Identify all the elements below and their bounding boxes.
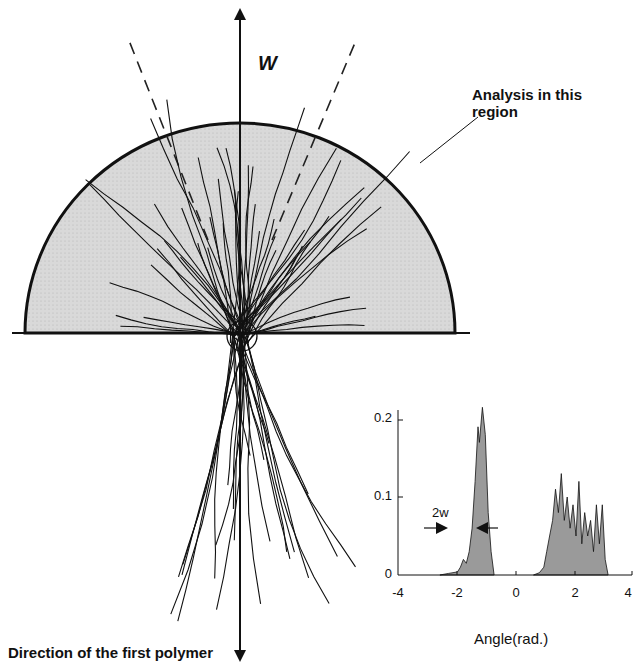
polymer-strand — [198, 158, 230, 332]
polymer-strand — [247, 339, 330, 604]
tick-label: 0 — [385, 567, 392, 582]
polymer-strand — [246, 152, 410, 326]
tick-label: -2 — [451, 586, 463, 601]
polymer-strand — [234, 219, 341, 336]
polymer-strand — [246, 229, 366, 332]
inset-axes — [398, 410, 632, 575]
polymer-strand — [240, 325, 365, 335]
polymer-strand — [248, 341, 295, 552]
nucleation-circle — [227, 321, 257, 351]
tick-label: 0.1 — [374, 489, 392, 504]
width-label: 2w — [432, 506, 449, 521]
width-arrow — [424, 527, 446, 528]
leader-line — [420, 117, 478, 163]
polymer-strand — [198, 243, 237, 325]
polymer-strand — [240, 316, 316, 335]
polymer-strands — [86, 100, 410, 622]
polymer-strand — [167, 100, 231, 328]
polymer-strand — [120, 326, 240, 335]
polymer-strand — [215, 342, 234, 579]
polymer-strand — [86, 180, 249, 343]
polymer-strand — [238, 334, 355, 567]
dashed-boundary — [272, 38, 357, 240]
polymer-strand — [116, 315, 240, 335]
polymer-strand — [247, 246, 302, 339]
polymer-strand — [157, 249, 234, 337]
polymer-strand — [236, 198, 361, 330]
polymer-strand — [90, 185, 240, 337]
polymer-strand — [110, 283, 240, 335]
polymer-strand — [246, 108, 305, 327]
tick-label: 4 — [624, 586, 631, 601]
polymer-strand — [240, 297, 350, 335]
first-polymer-axis — [239, 10, 241, 660]
tick-label: 0.2 — [374, 411, 392, 426]
polymer-strand — [226, 148, 240, 332]
width-arrow — [478, 527, 498, 528]
tick-label: 0 — [512, 586, 519, 601]
polymer-strand — [240, 308, 366, 335]
polymer-strand — [233, 160, 340, 326]
polymer-strand — [239, 338, 290, 559]
region-label: Analysis in this region — [472, 86, 592, 121]
polymer-strand — [179, 327, 234, 576]
angle-histogram — [440, 407, 608, 575]
axis-title: Angle(rad.) — [474, 630, 548, 647]
histogram-peak — [534, 474, 609, 575]
tick-label: 2 — [571, 586, 578, 601]
polymer-strand — [244, 333, 337, 557]
histogram-peak — [440, 407, 494, 575]
polymer-strand — [234, 333, 243, 541]
polymer-strand — [236, 330, 308, 494]
polymer-strand — [144, 317, 240, 335]
polymer-strand — [244, 332, 261, 604]
tick-label: -4 — [392, 586, 404, 601]
inset-ground — [368, 390, 640, 625]
symbol-label: W — [258, 52, 277, 75]
caption-label: Direction of the first polymer — [8, 644, 213, 661]
dashed-boundary — [128, 38, 208, 240]
